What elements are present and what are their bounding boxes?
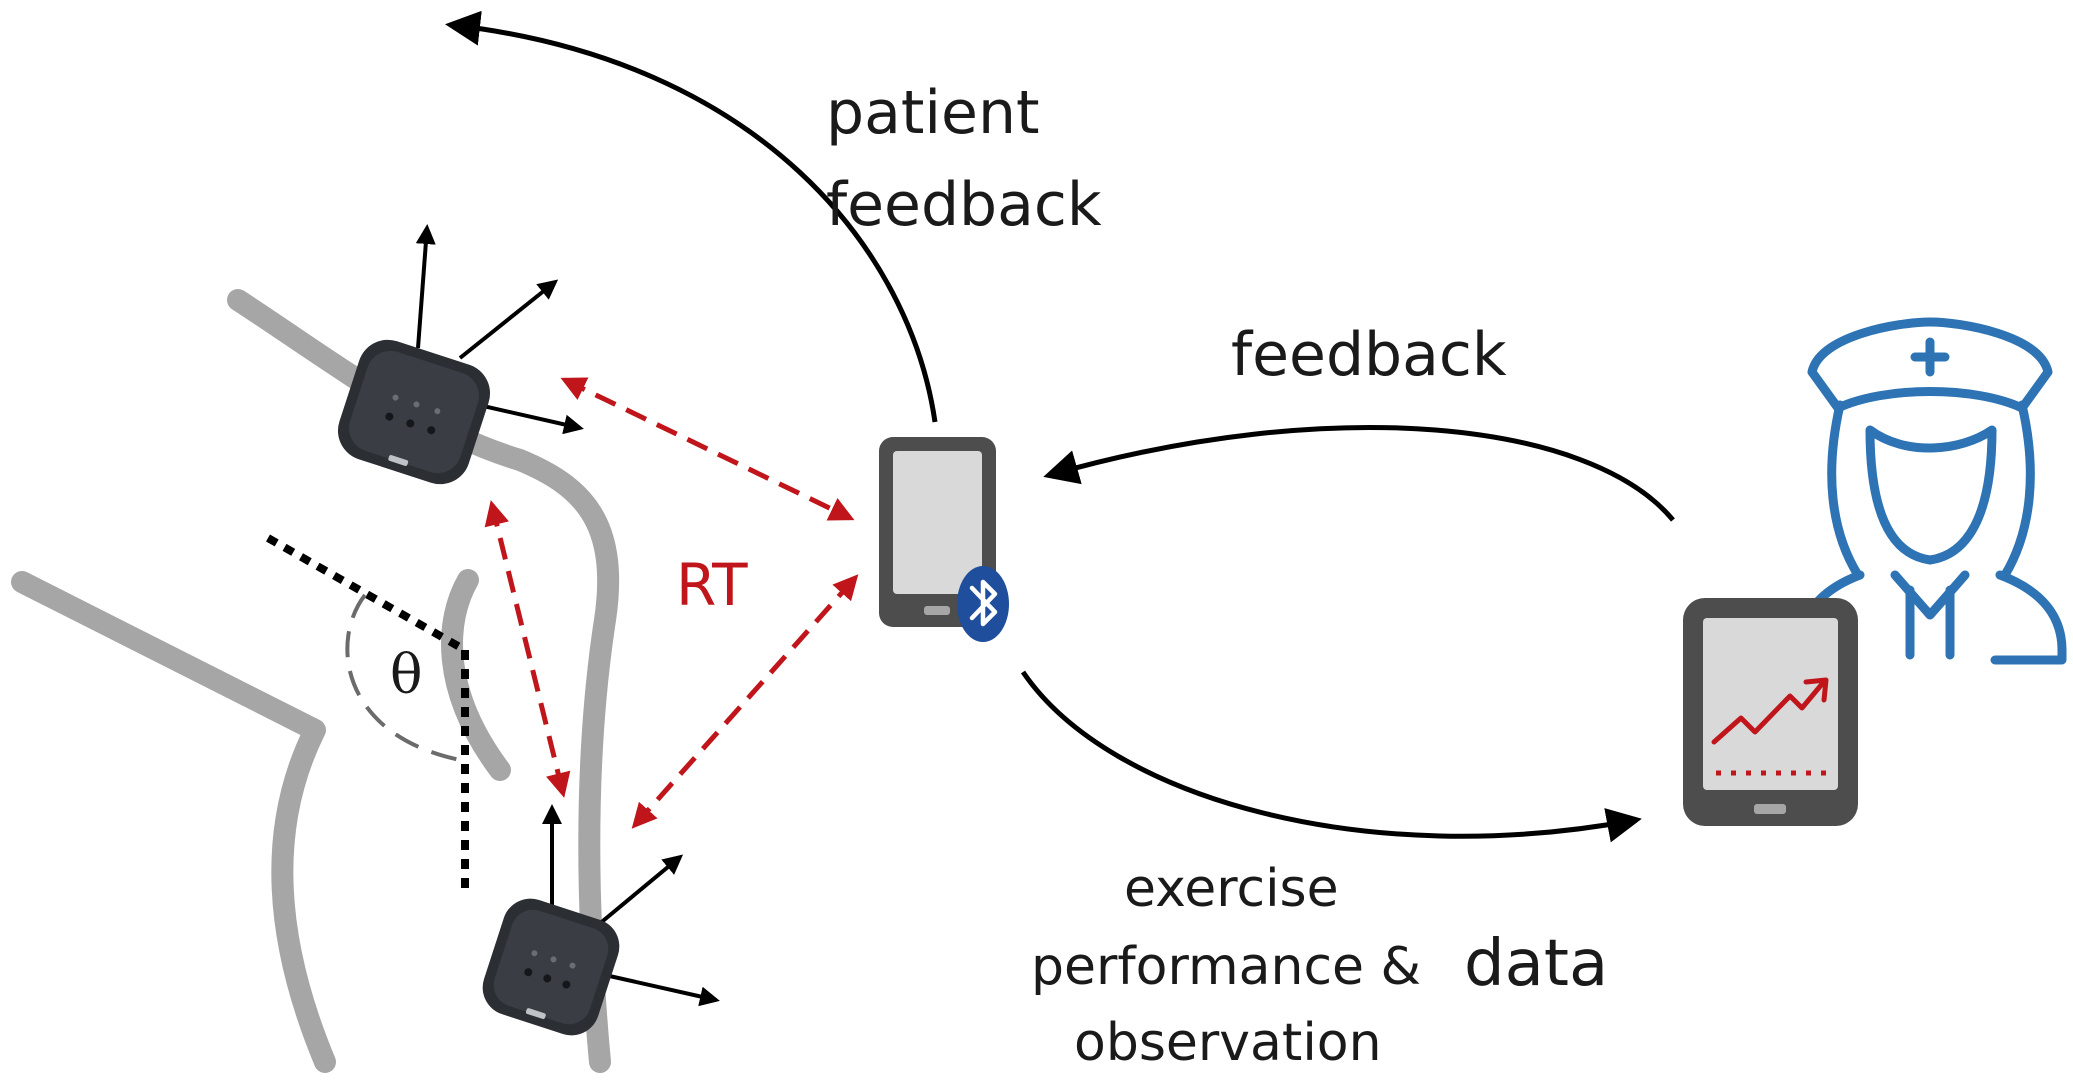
nurse-cap [1807, 317, 2053, 413]
upper-sensor [337, 224, 584, 485]
forearm-line [11, 571, 336, 1073]
feedback-label: feedback [1231, 320, 1507, 390]
lower-sensor-axes [542, 804, 720, 1007]
patient-feedback-label-line2: feedback [826, 170, 1102, 240]
tablet-chart-icon [1683, 598, 1858, 826]
rt-label: RT [676, 551, 748, 619]
link-upper-lower-sensor [484, 500, 571, 798]
upper-sensor-axes [415, 224, 584, 435]
exercise-data-arrow [1020, 670, 1642, 843]
upper-axis-diag [458, 279, 559, 360]
trend-line [1711, 681, 1825, 745]
imu-sensor-icon [482, 898, 620, 1036]
angle-dotted-line-1 [266, 534, 467, 654]
nurse-face [1865, 425, 1997, 565]
exercise-label-line2: performance & [1031, 937, 1421, 997]
exercise-label-line3: observation [1074, 1013, 1382, 1073]
imu-sensor-icon [337, 339, 491, 485]
nurse-cap-cross [1910, 337, 1950, 377]
nurse-hair [1827, 400, 2035, 580]
link-lower-sensor-phone [631, 574, 859, 829]
link-upper-sensor-phone [560, 377, 855, 521]
wireless-links [484, 377, 859, 829]
angle-guide: θ [266, 534, 469, 888]
exercise-label-line1: exercise [1124, 859, 1339, 919]
upper-axis-up [415, 224, 436, 349]
theta-label: θ [390, 643, 423, 706]
patient-feedback-label-line1: patient [826, 78, 1040, 148]
lower-sensor [482, 804, 720, 1036]
bluetooth-icon [957, 566, 1009, 642]
lower-axis-diag [596, 854, 684, 927]
lower-axis-right [604, 973, 720, 1007]
data-label: data [1464, 927, 1608, 1001]
upper-axis-right [469, 401, 584, 435]
feedback-arrow [1043, 424, 1675, 522]
angle-arc [345, 593, 461, 762]
trend-arrowhead [1803, 677, 1829, 703]
patient-feedback-arrow [445, 10, 938, 423]
inner-arm-line [441, 569, 511, 781]
